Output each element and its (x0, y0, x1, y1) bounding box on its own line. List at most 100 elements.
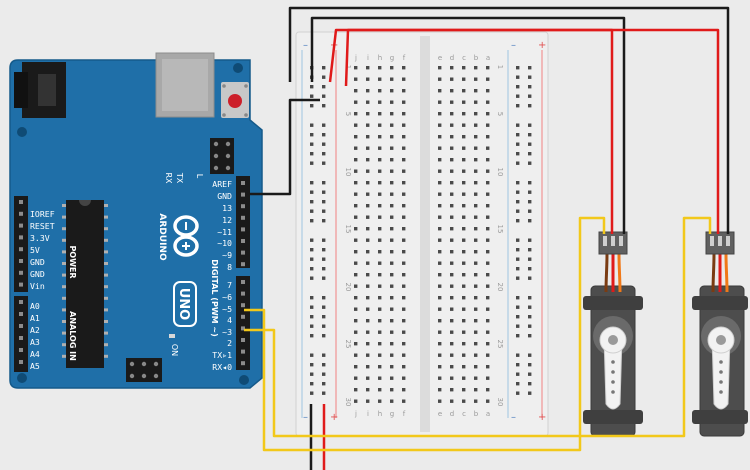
breadboard-hole (450, 100, 454, 104)
breadboard-hole (378, 135, 382, 139)
breadboard-hole (366, 135, 370, 139)
chip-leg (62, 238, 66, 242)
digital-header-bottom (236, 276, 250, 370)
breadboard-hole (378, 123, 382, 127)
rail-hole (516, 305, 520, 309)
breadboard-hole (390, 250, 394, 254)
rail-hole (322, 75, 326, 79)
rail-hole (516, 257, 520, 261)
breadboard-hole (450, 273, 454, 277)
row-5-left: 5 (344, 112, 352, 116)
pin-label-a2: A2 (30, 325, 40, 335)
rail-hole (528, 85, 532, 89)
rail-hole (310, 238, 314, 242)
breadboard-hole (390, 66, 394, 70)
rail-hole (310, 94, 314, 98)
wire-yellow-pin5-servo1 (244, 216, 606, 452)
col-e-bottom: e (438, 410, 442, 418)
breadboard-hole (474, 238, 478, 242)
row-15-right: 15 (496, 225, 504, 234)
chip-legs (62, 204, 108, 358)
breadboard-hole (486, 376, 490, 380)
breadboard-hole (438, 307, 442, 311)
rail-hole (528, 181, 532, 185)
breadboard-hole (366, 273, 370, 277)
rail-hole (528, 391, 532, 395)
rail-hole (516, 315, 520, 319)
rail-hole (516, 152, 520, 156)
breadboard-hole (474, 204, 478, 208)
chip-leg (104, 331, 108, 335)
breadboard-hole (402, 399, 406, 403)
col-i-bottom: i (367, 410, 369, 418)
breadboard-hole (474, 284, 478, 288)
breadboard-hole (462, 376, 466, 380)
breadboard-hole (450, 158, 454, 162)
rail-hole (516, 161, 520, 165)
col-b-bottom: b (474, 410, 479, 418)
chip-leg (104, 227, 108, 231)
rail-hole (516, 123, 520, 127)
arduino-uno-board: IOREF RESET 3.3V 5V GND GND Vin A0 A1 A2… (9, 52, 263, 389)
rail-hole (516, 104, 520, 108)
breadboard-hole (378, 100, 382, 104)
breadboard-hole (474, 261, 478, 265)
breadboard-hole (354, 158, 358, 162)
breadboard-hole (354, 215, 358, 219)
header-pin (241, 262, 245, 267)
header-pin (19, 348, 23, 352)
breadboard-hole (462, 388, 466, 392)
breadboard-hole (462, 273, 466, 277)
breadboard-hole (486, 192, 490, 196)
breadboard-hole (390, 215, 394, 219)
rail-minus-bottom-right: – (511, 412, 516, 423)
pin-label-5: ~5 (222, 304, 232, 314)
breadboard-hole (474, 250, 478, 254)
rail-hole (310, 296, 314, 300)
breadboard-hole (486, 353, 490, 357)
breadboard-hole (486, 123, 490, 127)
rail-hole (310, 248, 314, 252)
breadboard-hole (450, 66, 454, 70)
breadboard-hole (390, 192, 394, 196)
pin-label-ioref: IOREF (30, 209, 55, 219)
breadboard-hole (486, 342, 490, 346)
pin-label-6: ~6 (222, 292, 232, 302)
breadboard-hole (474, 158, 478, 162)
uno-badge: UNO (173, 281, 197, 327)
rail-hole (310, 152, 314, 156)
breadboard-hole (390, 342, 394, 346)
pin-label-8: 8 (227, 262, 232, 272)
pin-label-a1: A1 (30, 313, 40, 323)
breadboard-hole (366, 112, 370, 116)
breadboard-hole (354, 250, 358, 254)
breadboard-hole (474, 89, 478, 93)
pin-label-tx1: TX▹1 (212, 350, 232, 360)
rail-hole (516, 353, 520, 357)
breadboard-hole (390, 204, 394, 208)
breadboard-hole (402, 238, 406, 242)
rail-hole (528, 257, 532, 261)
rail-hole (528, 267, 532, 271)
rail-hole (528, 305, 532, 309)
row-1-right: 1 (496, 65, 504, 69)
breadboard-hole (450, 376, 454, 380)
pin-label-vin: Vin (30, 281, 45, 291)
breadboard-hole (354, 66, 358, 70)
breadboard-hole (366, 250, 370, 254)
header-pin (241, 338, 245, 342)
breadboard-hole (378, 112, 382, 116)
rail-hole (516, 276, 520, 280)
rail-hole (516, 248, 520, 252)
breadboard-hole (462, 169, 466, 173)
breadboard-hole (438, 66, 442, 70)
dc-power-jack (14, 62, 66, 118)
rail-hole (528, 142, 532, 146)
breadboard-hole (390, 365, 394, 369)
header-pin (241, 250, 245, 255)
pin-label-5v: 5V (30, 245, 40, 255)
col-d-bottom: d (450, 410, 454, 418)
chip-leg (104, 320, 108, 323)
breadboard-hole (450, 250, 454, 254)
breadboard-hole (402, 181, 406, 185)
